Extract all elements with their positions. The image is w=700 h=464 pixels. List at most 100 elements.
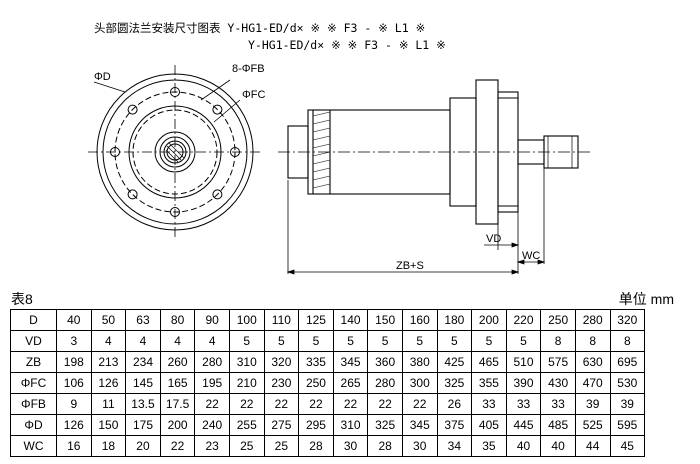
table-cell: 198 [56, 351, 92, 373]
table-cell: 325 [436, 372, 473, 394]
table-cell: 28 [298, 435, 334, 457]
table-cell: 22 [298, 393, 334, 415]
table-cell: 180 [436, 309, 473, 331]
wc-label: WC [522, 250, 540, 262]
table-cell: 5 [263, 330, 300, 352]
table-cell: 5 [332, 330, 369, 352]
unit-label: 单位 mm [618, 291, 674, 307]
table-cell: 280 [574, 309, 611, 331]
table-cell: 200 [471, 309, 507, 331]
table-cell: 150 [90, 414, 127, 436]
bolt-hole [212, 104, 223, 115]
table-cell: 44 [574, 435, 611, 457]
table-cell: 22 [401, 393, 438, 415]
row-header: VD [10, 330, 57, 352]
table-cell: 34 [436, 435, 473, 457]
weld-hatch [312, 111, 331, 189]
table-cell: 16 [56, 435, 92, 457]
table-cell: 280 [367, 372, 403, 394]
table-cell: 430 [540, 372, 576, 394]
table-cell: 126 [90, 372, 127, 394]
table-cell: 39 [609, 393, 646, 415]
table-cell: 630 [574, 351, 611, 373]
table-cell: 250 [298, 372, 334, 394]
table-cell: 5 [471, 330, 507, 352]
table-cell: 8 [574, 330, 611, 352]
table-cell: 20 [125, 435, 161, 457]
table-cell: 8 [609, 330, 646, 352]
table-cell: 3 [56, 330, 92, 352]
table-cell: 345 [401, 414, 438, 436]
table-cell: 5 [436, 330, 473, 352]
table-cell: 30 [332, 435, 369, 457]
table-cell: 275 [263, 414, 300, 436]
table-cell: 4 [194, 330, 230, 352]
table-cell: 575 [540, 351, 576, 373]
table-cell: 22 [159, 435, 196, 457]
table-cell: 4 [159, 330, 196, 352]
table-cell: 26 [436, 393, 473, 415]
table-cell: 22 [263, 393, 300, 415]
table-cell: 300 [401, 372, 438, 394]
table-cell: 90 [194, 309, 230, 331]
table-cell: 390 [505, 372, 542, 394]
table-cell: 13.5 [125, 393, 161, 415]
extension-lines [287, 166, 545, 274]
table-cell: 240 [194, 414, 230, 436]
table-cell: 125 [298, 309, 334, 331]
table-cell: 63 [125, 309, 161, 331]
title-line-2: Y-HG1-ED/d× ※ ※ F3 - ※ L1 ※ [248, 38, 446, 52]
table-cell: 5 [505, 330, 542, 352]
table-cell: 234 [125, 351, 161, 373]
table-cell: 150 [367, 309, 403, 331]
table-cell: 33 [505, 393, 542, 415]
table-cell: 695 [609, 351, 646, 373]
table-cell: 465 [471, 351, 507, 373]
title-block: 头部圆法兰安装尺寸图表 Y-HG1-ED/d× ※ ※ F3 - ※ L1 ※ … [94, 20, 446, 68]
table-cell: 213 [90, 351, 127, 373]
table-cell: 405 [471, 414, 507, 436]
table-cell: 50 [90, 309, 127, 331]
dimension-lines [286, 242, 546, 275]
row-header: ΦD [10, 414, 57, 436]
row-header: ΦFB [10, 393, 57, 415]
table-cell: 355 [471, 372, 507, 394]
phi-d-label: ΦD [94, 71, 111, 83]
vd-label: VD [486, 233, 501, 245]
table-cell: 25 [263, 435, 300, 457]
table-cell: 22 [194, 393, 230, 415]
table-cell: 295 [298, 414, 334, 436]
table-cell: 17.5 [159, 393, 196, 415]
row-header: WC [10, 435, 57, 457]
table-cell: 5 [298, 330, 334, 352]
table-cell: 425 [436, 351, 473, 373]
table-cell: 40 [505, 435, 542, 457]
table-cell: 100 [228, 309, 265, 331]
table-cell: 280 [194, 351, 230, 373]
table-cell: 260 [159, 351, 196, 373]
table-cell: 310 [228, 351, 265, 373]
table-cell: 9 [56, 393, 92, 415]
table-cell: 23 [194, 435, 230, 457]
bolt-hole [127, 104, 138, 115]
table-cell: 525 [574, 414, 611, 436]
table-cell: 28 [367, 435, 403, 457]
table-cell: 320 [609, 309, 646, 331]
phi-fc-label: ΦFC [242, 89, 265, 101]
table-cell: 230 [263, 372, 300, 394]
table-cell: 485 [540, 414, 576, 436]
table-cell: 445 [505, 414, 542, 436]
table-cell: 5 [401, 330, 438, 352]
technical-drawing: ΦD 8-ΦFB ΦFC [88, 63, 592, 275]
table-cell: 40 [56, 309, 92, 331]
table-caption: 表8 [11, 291, 33, 307]
table-cell: 33 [540, 393, 576, 415]
row-header: ZB [10, 351, 57, 373]
